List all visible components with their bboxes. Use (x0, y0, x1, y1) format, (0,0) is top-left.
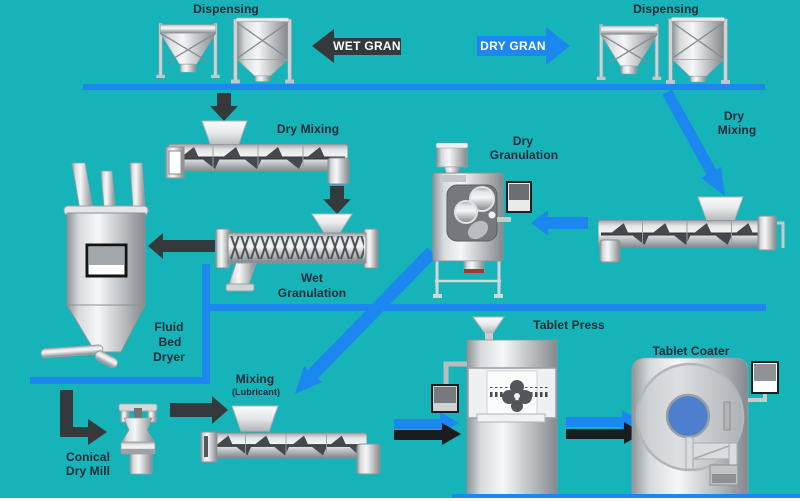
arrow-down-to-dry-mixing (210, 93, 238, 121)
label-mixing-lubricant: Mixing (235, 372, 275, 386)
dispensing-right-hoppers-icon (596, 16, 730, 85)
elbow-arrow-to-conical-mill (60, 390, 107, 445)
label-fluid-bed-dryer: Fluid (154, 320, 184, 334)
dry-gran-banner-label: DRY GRAN (480, 39, 546, 53)
conical-dry-mill-icon (118, 403, 158, 475)
tablet-coater-icon (631, 357, 779, 498)
dryer-transfer-line (30, 377, 209, 384)
bottom-transfer-line (452, 494, 800, 498)
label-dry-granulation: Dry (512, 134, 534, 148)
dry-mixing-conveyor-right-icon (598, 196, 785, 263)
arrows-to-tablet-press (394, 412, 461, 445)
dry-gran-banner-arrow (477, 27, 570, 65)
transfer-lines (30, 84, 766, 384)
label-fluid-bed-dryer: Dryer (153, 350, 185, 364)
arrow-left-to-fluid-bed-dryer (148, 233, 215, 259)
arrow-left-to-dry-granulation (531, 210, 588, 236)
arrow-down-to-wet-granulation (323, 186, 351, 214)
label-conical-dry-mill: Conical (65, 450, 111, 464)
top-transfer-line (83, 84, 765, 90)
label-dry-mixing-right: Mixing (717, 123, 757, 137)
wet-granulator-icon (215, 213, 379, 292)
label-mixing-lubricant: (Lubricant) (231, 387, 281, 397)
tablet-press-icon (431, 316, 558, 498)
flow-arrow-to-mixing (295, 247, 437, 394)
dry-mixing-conveyor-left-icon (165, 120, 350, 185)
dispensing-left-hoppers-icon (155, 17, 294, 85)
wet-gran-banner-label: WET GRAN (333, 39, 401, 53)
label-tablet-press: Tablet Press (533, 318, 605, 332)
flow-arrow-to-dry-mixing (662, 89, 725, 196)
arrows-to-tablet-coater (566, 410, 643, 444)
label-wet-granulation: Granulation (277, 286, 347, 300)
mid-transfer-line (209, 304, 766, 311)
lubricant-mixing-conveyor-icon (200, 405, 381, 475)
label-dry-granulation: Granulation (489, 148, 559, 162)
label-wet-granulation: Wet (300, 271, 324, 285)
label-conical-dry-mill: Dry Mill (65, 464, 111, 478)
label-fluid-bed-dryer: Bed (158, 335, 182, 349)
arrow-right-to-mixing (170, 396, 228, 424)
label-dry-mixing-left: Dry Mixing (276, 122, 340, 136)
vertical-transfer-line (202, 264, 210, 384)
slide-bottom-edge (0, 498, 800, 501)
fluid-bed-dryer-icon (40, 162, 149, 369)
label-dispensing-left: Dispensing (193, 2, 259, 16)
label-tablet-coater: Tablet Coater (652, 344, 730, 358)
roller-compactor-icon (432, 142, 532, 298)
label-dry-mixing-right: Dry (723, 109, 745, 123)
wet-gran-banner-arrow (312, 29, 401, 63)
label-dispensing-right: Dispensing (633, 2, 699, 16)
